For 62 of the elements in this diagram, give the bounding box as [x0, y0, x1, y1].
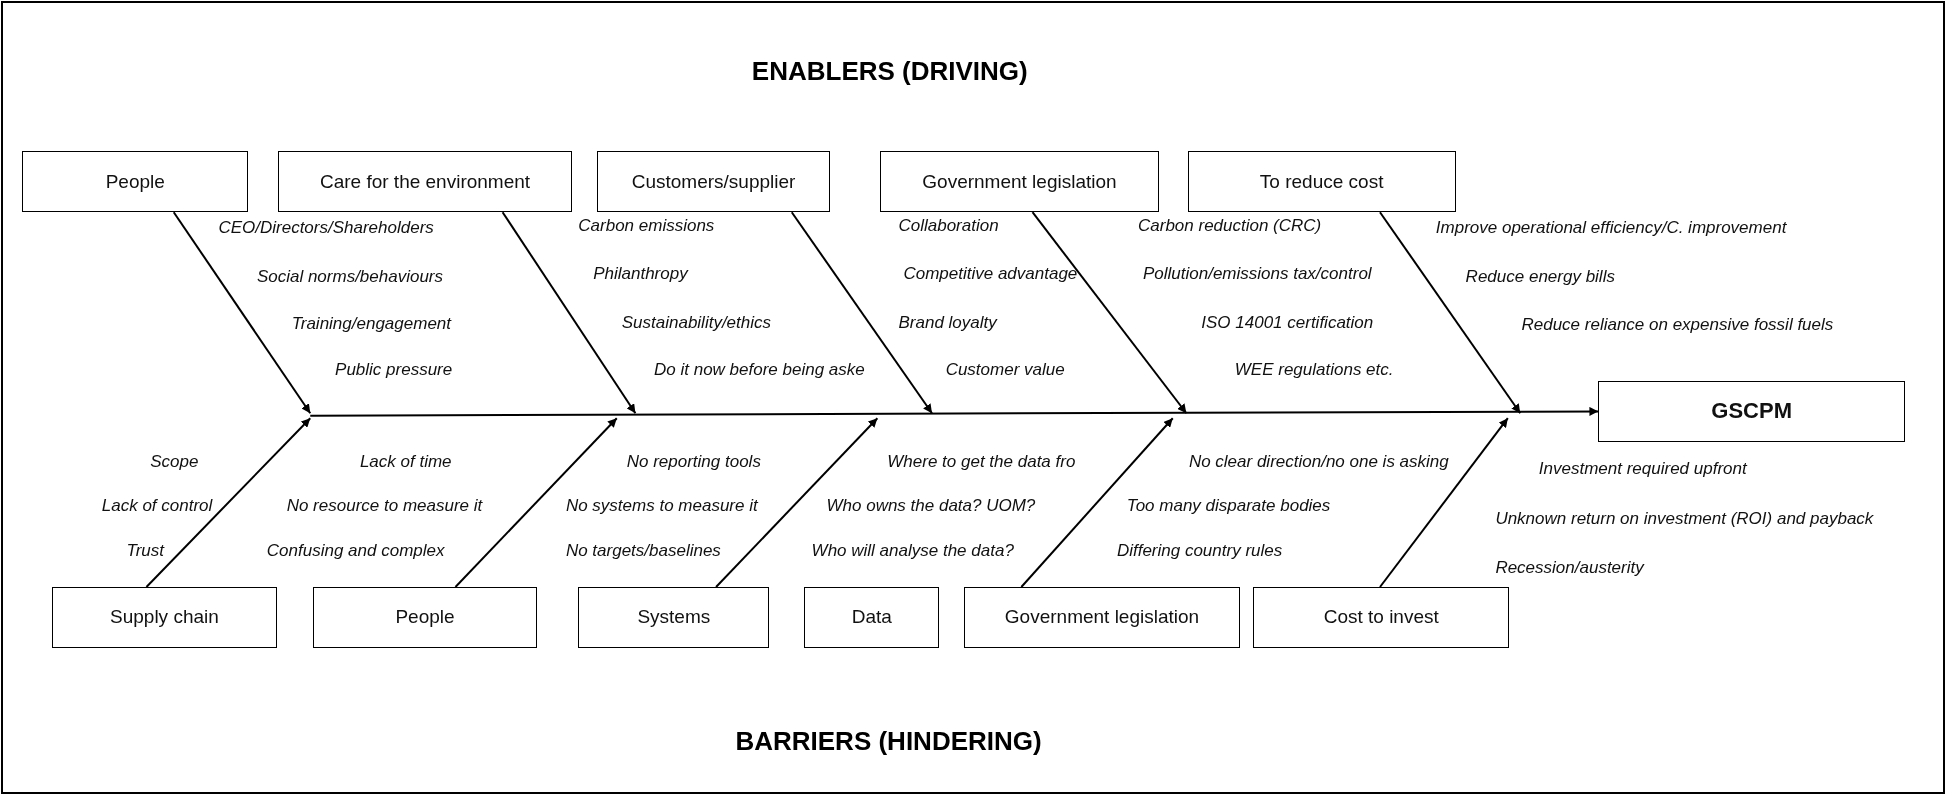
- cause-label: Customer value: [945, 359, 1065, 380]
- cause-label: Scope: [150, 451, 199, 472]
- bone-arrow: [1379, 211, 1522, 415]
- cause-label: Collaboration: [898, 215, 999, 236]
- section-heading: BARRIERS (HINDERING): [735, 725, 1042, 757]
- category-box: Government legislation: [964, 587, 1240, 648]
- cause-label: Brand loyalty: [898, 312, 997, 333]
- category-box: Cost to invest: [1253, 587, 1510, 648]
- cause-label: Sustainability/ethics: [621, 312, 772, 333]
- cause-label: Investment required upfront: [1538, 459, 1747, 480]
- cause-label: Carbon reduction (CRC): [1138, 215, 1322, 236]
- bone-arrow: [454, 417, 618, 588]
- category-box: Customers/supplier: [596, 151, 831, 213]
- cause-label: Lack of time: [359, 451, 452, 472]
- cause-label: Philanthropy: [593, 264, 688, 285]
- category-box: People: [22, 151, 249, 213]
- cause-label: Reduce reliance on expensive fossil fuels: [1521, 315, 1834, 336]
- cause-label: Who owns the data? UOM?: [826, 496, 1036, 517]
- cause-label: CEO/Directors/Shareholders: [218, 218, 434, 239]
- category-box: Care for the environment: [277, 151, 573, 213]
- cause-label: Training/engagement: [291, 313, 452, 334]
- cause-label: No systems to measure it: [565, 496, 758, 517]
- bone-arrow: [790, 211, 933, 415]
- category-box: Government legislation: [879, 151, 1160, 213]
- cause-label: No clear direction/no one is asking: [1188, 451, 1449, 472]
- cause-label: Who will analyse the data?: [811, 541, 1014, 561]
- category-box: Supply chain: [52, 587, 277, 648]
- cause-label: Improve operational efficiency/C. improvement: [1435, 218, 1787, 239]
- cause-label: Differing country rules: [1116, 541, 1283, 561]
- spine-arrow: [309, 406, 1600, 417]
- category-box: To reduce cost: [1187, 151, 1456, 213]
- cause-label: Competitive advantage: [903, 264, 1078, 285]
- cause-label: Trust: [126, 541, 165, 561]
- cause-label: WEE regulations etc.: [1234, 359, 1394, 380]
- category-box: Systems: [578, 587, 770, 648]
- cause-label: Too many disparate bodies: [1126, 496, 1331, 517]
- category-box: Data: [804, 587, 940, 648]
- cause-label: Unknown return on investment (ROI) and payback: [1495, 508, 1874, 529]
- bone-arrow: [715, 417, 879, 588]
- cause-label: Public pressure: [335, 359, 453, 380]
- cause-label: Recession/austerity: [1495, 558, 1644, 579]
- bone-arrow: [1031, 211, 1188, 415]
- cause-label: No targets/baselines: [565, 541, 721, 561]
- section-heading: ENABLERS (DRIVING): [751, 55, 1028, 87]
- cause-label: No reporting tools: [626, 451, 761, 472]
- bone-arrow: [501, 211, 637, 415]
- cause-label: Lack of control: [101, 496, 213, 517]
- cause-label: Where to get the data fro: [887, 451, 1076, 472]
- effect-box: GSCPM: [1598, 381, 1905, 442]
- cause-label: Confusing and complex: [266, 541, 445, 561]
- cause-label: No resource to measure it: [286, 496, 483, 517]
- cause-label: Carbon emissions: [578, 215, 715, 236]
- bone-arrow: [145, 417, 312, 588]
- cause-label: Pollution/emissions tax/control: [1142, 264, 1372, 285]
- cause-label: Reduce energy bills: [1465, 266, 1615, 287]
- bone-arrow: [1020, 417, 1174, 588]
- bone-arrow: [172, 211, 312, 415]
- category-box: People: [312, 587, 538, 648]
- cause-label: Social norms/behaviours: [256, 266, 444, 287]
- cause-label: Do it now before being aske: [654, 359, 865, 380]
- cause-label: ISO 14001 certification: [1201, 312, 1374, 333]
- bone-arrow: [1379, 417, 1509, 588]
